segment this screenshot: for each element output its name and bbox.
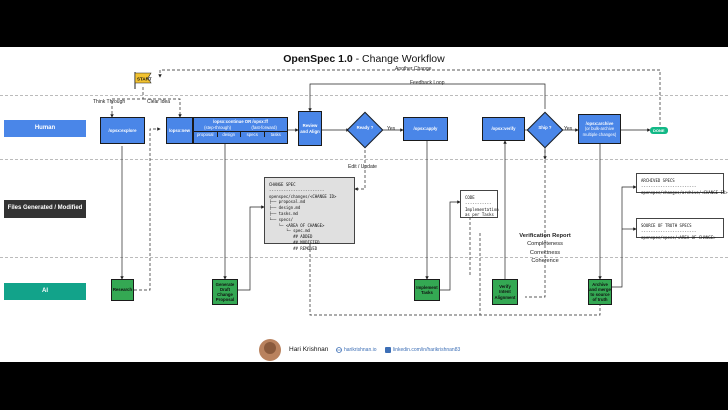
lane-separator (0, 95, 728, 96)
edge-label-another-change: Another Change (395, 66, 432, 72)
connector-lines (110, 69, 661, 316)
source-of-truth-box: SOURCE OF TRUTH SPECS ------------------… (636, 218, 724, 240)
verification-heading: Verification Report (519, 233, 571, 239)
verification-item: Completeness (527, 241, 563, 248)
archive-label: /opsx:archive (585, 121, 614, 127)
website-link[interactable]: harikrishnan.io (344, 347, 377, 353)
opsx-new-node: /opsx:new (166, 117, 193, 144)
opsx-explore-node: /opsx:explore (100, 117, 145, 144)
lane-label-files: Files Generated / Modified (4, 200, 86, 218)
opsx-apply-node: /opsx:apply (403, 117, 448, 141)
tab-specs: specs (241, 132, 265, 138)
opsx-archive-node: /opsx:archive (or bulk-archive multiple … (578, 114, 621, 144)
implement-tasks-node: Implement Tasks (414, 279, 440, 301)
opsx-verify-node: /opsx:verify (482, 117, 525, 141)
verify-alignment-node: Verify Intent Alignment (492, 279, 518, 305)
diagram-canvas: OpenSpec 1.0 - Change Workflow Human Fil… (0, 47, 728, 362)
generate-proposal-node: Generate Draft Change Proposal (212, 279, 238, 305)
code-box: CODE ----------- Implementation as per T… (460, 190, 499, 218)
edge-label-think-through: Think Through (93, 99, 126, 105)
author-name: Hari Krishnan (289, 346, 329, 353)
edge-label-yes: Yes (564, 126, 573, 132)
archive-merge-node: Archive and merge to source of truth (588, 279, 612, 305)
archive-sub-label: (or bulk-archive multiple changes) (582, 126, 617, 137)
edge-label-yes: Yes (387, 126, 396, 132)
opsx-continue-ff-node: /opsx:continue OR /opsx:ff (step-through… (193, 117, 288, 144)
verification-item: Correctness (529, 249, 561, 256)
edge-label-clear-idea: Clear Idea (147, 99, 171, 105)
done-badge: DONE (650, 127, 668, 134)
edge-label-edit-update: Edit / Update (348, 164, 377, 170)
ship-label: Ship ? (538, 125, 552, 130)
svg-text:START: START (137, 77, 152, 82)
diagram-title: OpenSpec 1.0 - Change Workflow (283, 53, 445, 65)
tab-tasks: tasks (270, 132, 281, 138)
verification-item: Coherence (531, 257, 559, 264)
continue-ff-label: /opsx:continue OR /opsx:ff (213, 119, 268, 124)
artifact-tabs: proposal design specs tasks (194, 131, 287, 138)
tab-design: design (218, 132, 241, 138)
change-spec-box: CHANGE SPEC ----------------------- open… (264, 177, 355, 251)
globe-icon (336, 347, 342, 353)
lane-separator (0, 159, 728, 160)
linkedin-link[interactable]: linkedin.com/in/harikrishnan83 (393, 347, 461, 353)
review-align-node: Review and Align (298, 111, 322, 146)
mode-labels: (step-through) (fast-forward) (194, 125, 287, 130)
step-through-label: (step-through) (204, 125, 232, 131)
archived-specs-box: ARCHIVED SPECS ----------------------- o… (636, 173, 728, 195)
start-flag-icon: START (134, 72, 152, 89)
ready-label: Ready ? (356, 125, 374, 130)
research-node: Research (111, 279, 134, 301)
verification-report: Verification Report Completeness Correct… (512, 232, 578, 265)
avatar (259, 339, 281, 361)
edge-label-feedback-loop: Feedback Loop (410, 80, 445, 86)
linkedin-icon (385, 347, 391, 353)
lane-label-ai: AI (4, 283, 86, 300)
lane-separator (0, 257, 728, 258)
tab-proposal: proposal (194, 132, 218, 138)
fast-forward-label: (fast-forward) (251, 125, 277, 131)
lane-label-human: Human (4, 120, 86, 137)
